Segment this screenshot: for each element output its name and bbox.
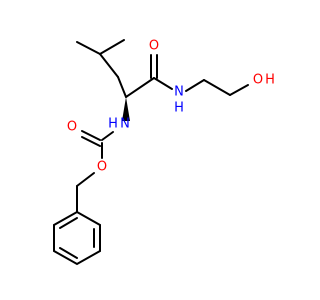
bond-ch2-oh (229, 84, 249, 96)
bond-ch2-ch2 (203, 79, 231, 96)
atom-label-amide-o: O (149, 39, 159, 54)
atom-label-ester-o: O (97, 160, 107, 175)
atom-label-carbamate-n: N (120, 117, 130, 132)
ring-inner-bond-3 (59, 217, 78, 229)
atom-ester-o: O (97, 160, 107, 175)
bond-alpha-carbonyl (125, 77, 155, 98)
bond-carbamate-c-o-double-2 (81, 136, 101, 147)
benzene-ring (53, 210, 101, 266)
atom-hydroxyl: O H (253, 73, 275, 88)
atom-label-carbonyl-o: O (67, 120, 77, 135)
atom-carbamate-nh: H N (108, 117, 130, 132)
bond-carbonyl-nh (153, 77, 173, 90)
atom-label-amide-h: H (174, 101, 184, 116)
bond-ch2-alpha (117, 76, 127, 98)
bond-carbamate-c-o-double-1 (81, 130, 101, 141)
bond-nh-carbamate-c (101, 131, 114, 141)
bond-methine-ch2 (99, 53, 119, 78)
molecule-structure: O N H O H H N O O (53, 39, 275, 266)
bond-nh-ch2 (185, 79, 205, 92)
bond-isopropyl-right (99, 39, 125, 55)
atom-label-carbamate-h: H (108, 117, 118, 132)
stereo-wedge (122, 97, 130, 121)
bond-isopropyl-left (76, 41, 101, 55)
atom-label-amide-n: N (174, 85, 184, 100)
atom-amide-o: O (149, 39, 159, 54)
bond-o-benzyl-ch2 (76, 172, 95, 187)
atom-label-hydroxyl-h: H (265, 73, 275, 88)
atom-carbonyl-o: O (67, 120, 77, 135)
ring-inner-bond-2 (59, 247, 78, 259)
atom-amide-nh: N H (174, 85, 184, 116)
atom-label-hydroxyl-o: O (253, 73, 263, 88)
